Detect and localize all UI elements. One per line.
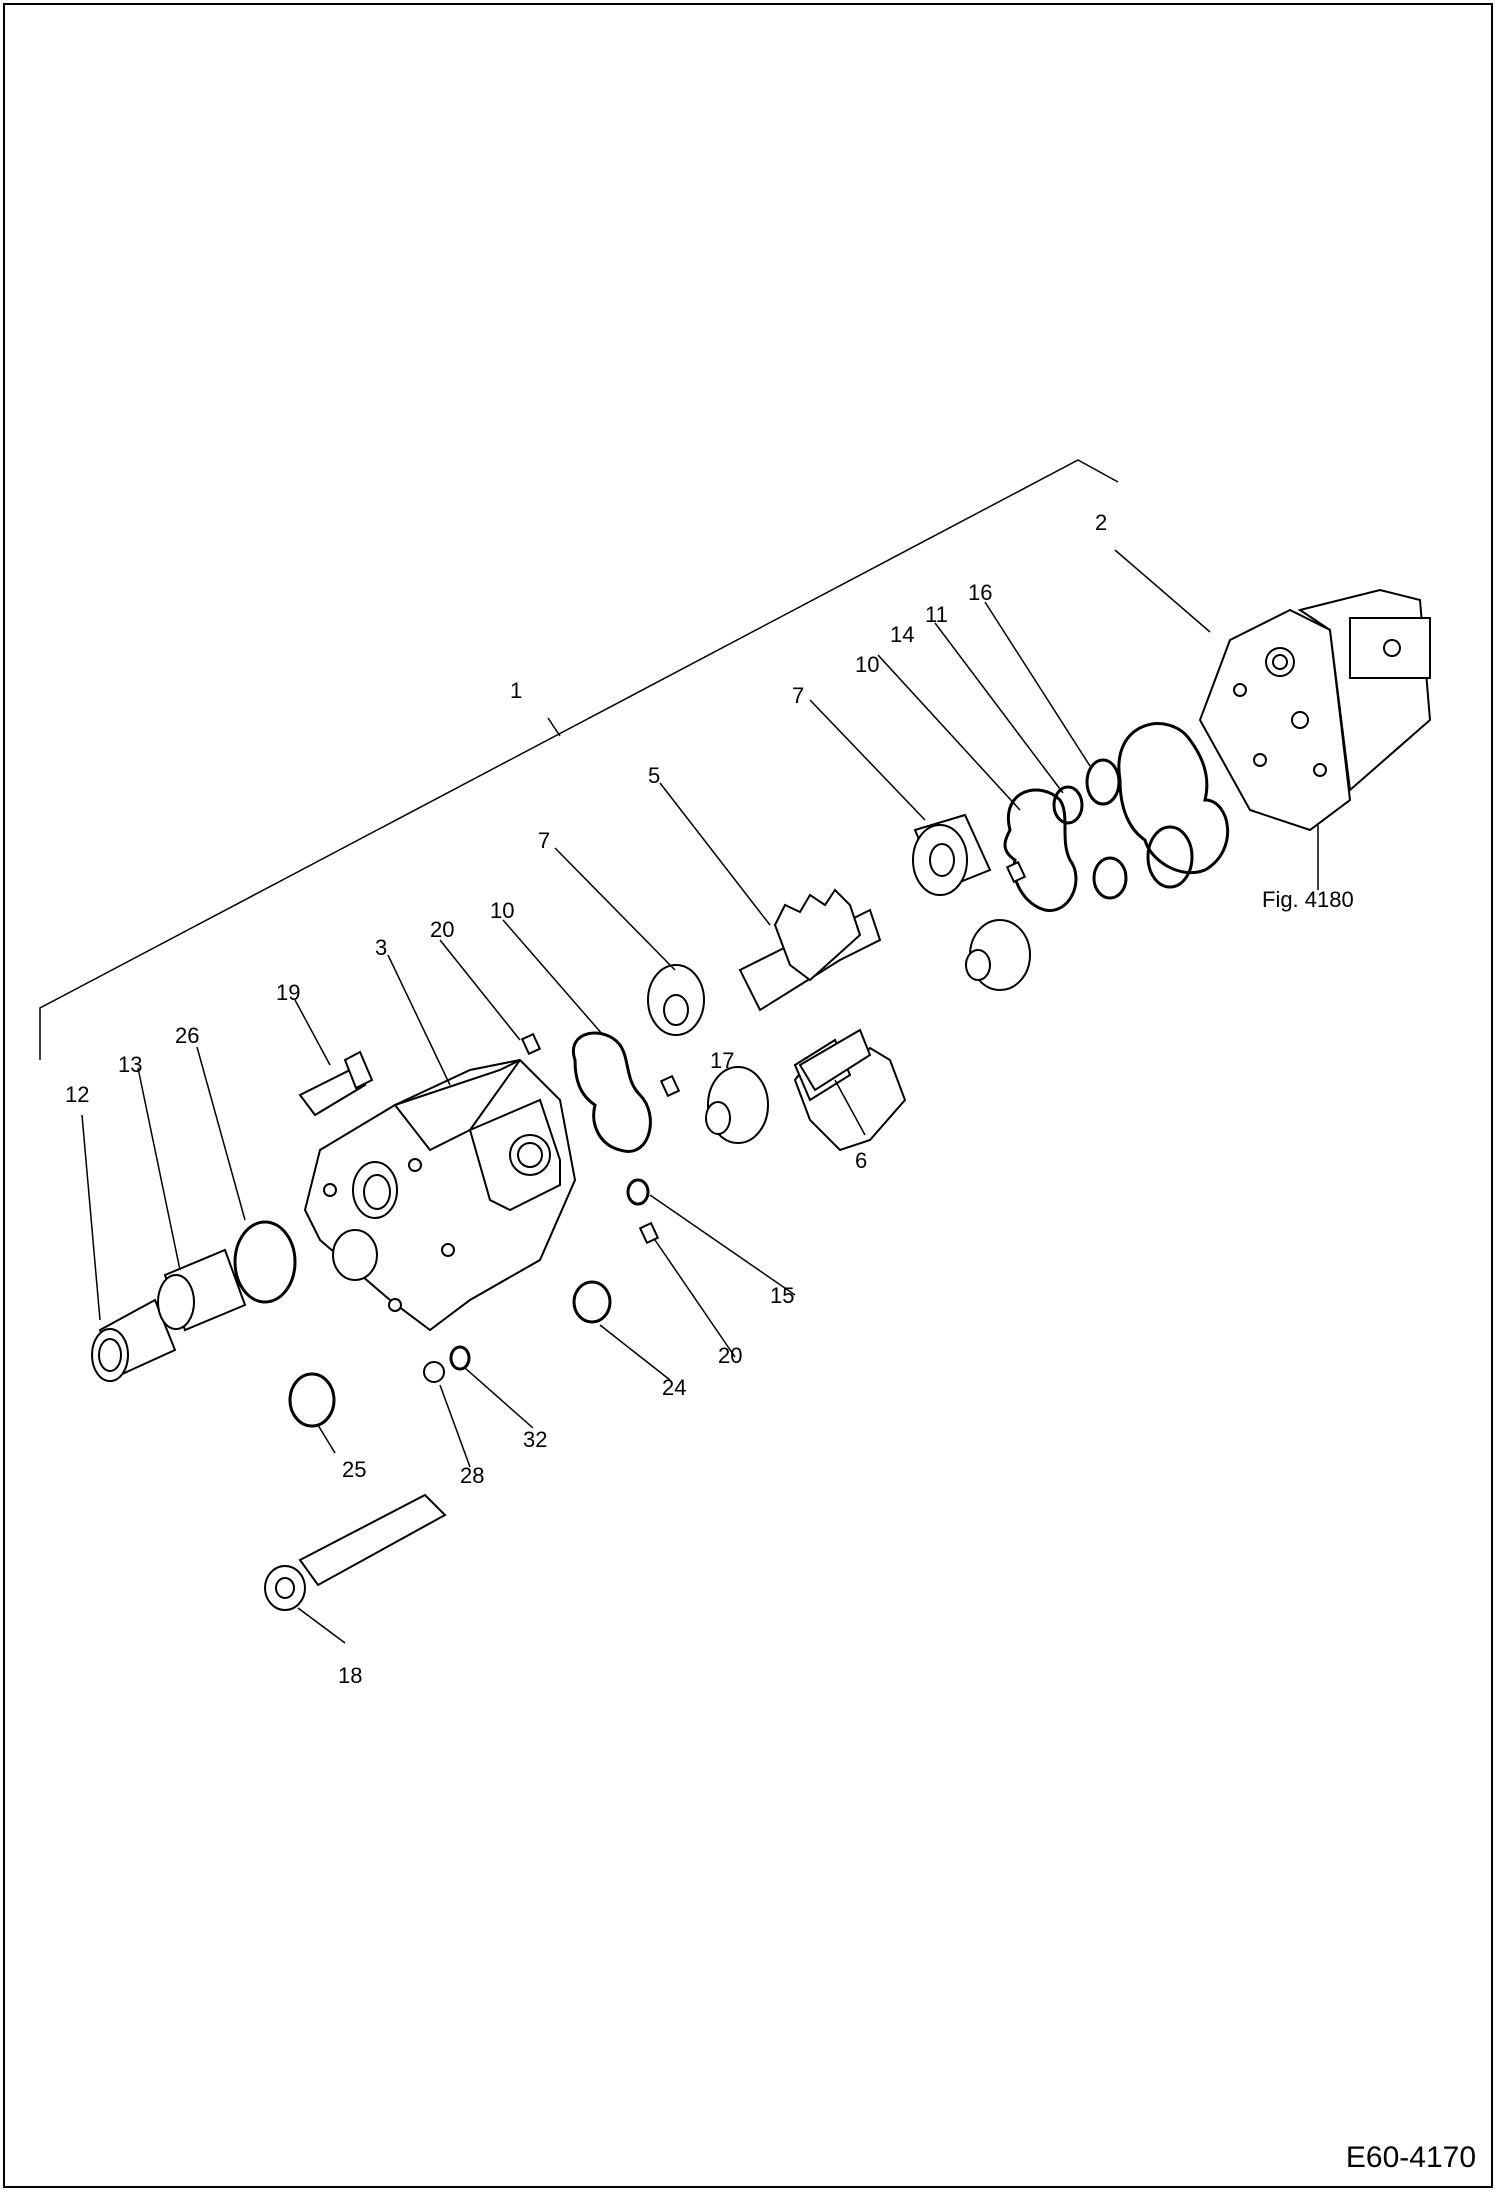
- callout-18: 18: [338, 1663, 362, 1688]
- callout-24: 24: [662, 1375, 686, 1400]
- callout-28: 28: [460, 1463, 484, 1488]
- callout-11: 11: [925, 602, 948, 627]
- end-plate-housing: [1198, 588, 1432, 832]
- assembly-bracket: [39, 459, 1119, 1060]
- callout-17: 17: [710, 1048, 734, 1073]
- drawing-frame: [3, 3, 1493, 2188]
- drawing-code: E60-4170: [1345, 2141, 1476, 2174]
- callout-12: 12: [65, 1082, 89, 1107]
- callout-15: 15: [770, 1283, 794, 1308]
- callout-26: 26: [175, 1023, 199, 1048]
- leader-lines: [81, 549, 1319, 1644]
- callout-13: 13: [118, 1052, 142, 1077]
- callout-16: 16: [968, 580, 992, 605]
- callout-1: 1: [510, 678, 522, 703]
- o-rings: [233, 758, 1194, 1428]
- gears: [738, 888, 907, 1152]
- callout-10-upper: 10: [855, 652, 879, 677]
- callout-7-lower: 7: [538, 828, 550, 853]
- callout-32: 32: [523, 1427, 547, 1452]
- gear-housing: [303, 1058, 577, 1332]
- callout-10-lower: 10: [490, 898, 514, 923]
- bearings: [91, 1248, 247, 1382]
- callout-5: 5: [648, 763, 660, 788]
- callout-3: 3: [375, 935, 387, 960]
- callout-6: 6: [855, 1148, 867, 1173]
- cap-screw: [264, 1493, 447, 1611]
- callout-20-upper: 20: [430, 917, 454, 942]
- bushings: [647, 813, 1031, 1144]
- callout-7-upper: 7: [792, 683, 804, 708]
- small-parts: [298, 860, 1027, 1383]
- callout-20-lower: 20: [718, 1343, 742, 1368]
- callout-2: 2: [1095, 510, 1107, 535]
- callout-25: 25: [342, 1457, 366, 1482]
- figure-eight-gaskets: [571, 722, 1230, 1153]
- figure-reference: Fig. 4180: [1262, 887, 1354, 912]
- callout-19: 19: [276, 980, 300, 1005]
- callout-14: 14: [890, 622, 914, 647]
- callout-labels: 1 2 3 5 6 7 7 10 10 11 12 13 14 15 16 17…: [65, 510, 1354, 1688]
